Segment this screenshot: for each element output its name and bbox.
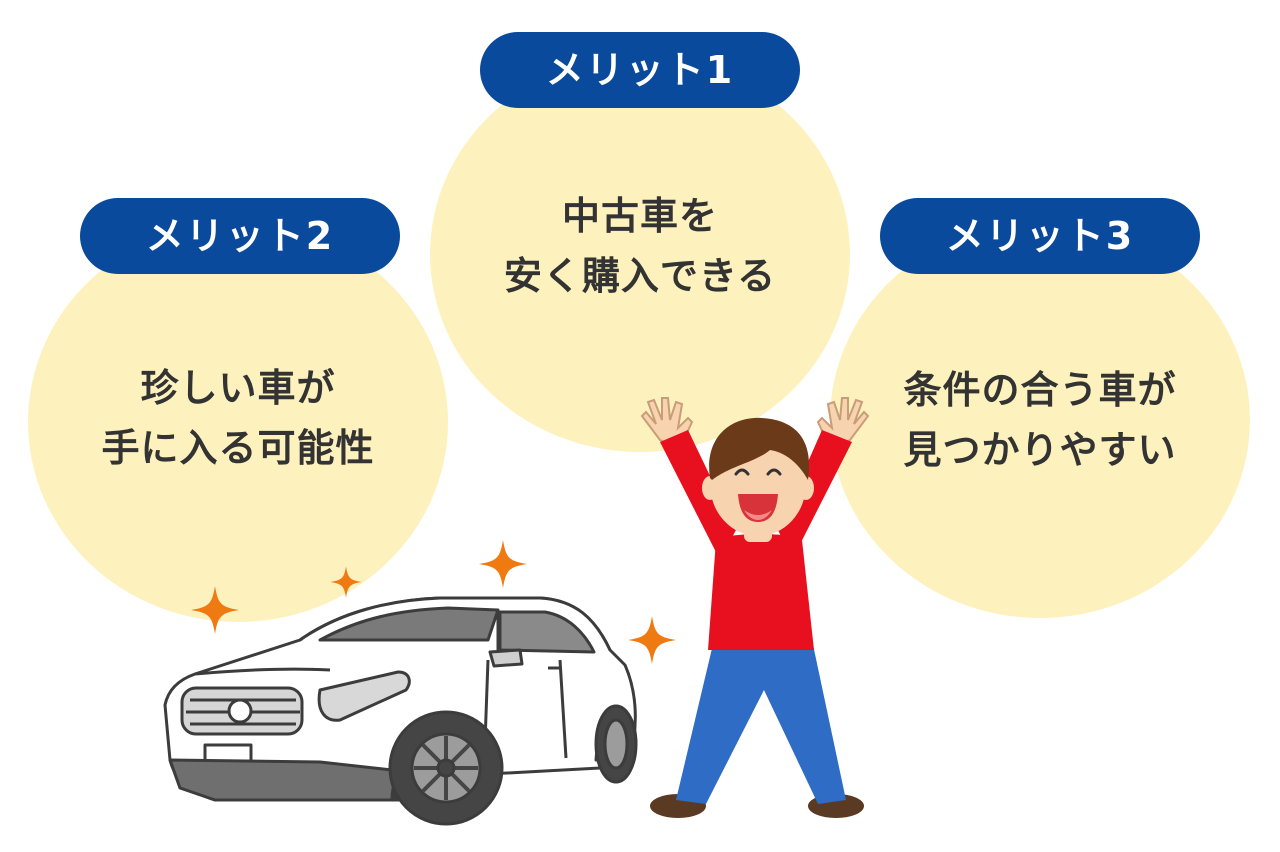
merit-3-line-1: 条件の合う車が [903,368,1177,412]
merit-2-bubble: 珍しい車が 手に入る可能性 [28,222,448,622]
merit-2-text: 珍しい車が 手に入る可能性 [28,358,448,478]
merit-1-line-2: 安く購入できる [503,254,777,298]
merit-3-bubble: 条件の合う車が 見つかりやすい [830,222,1250,618]
merit-2-line-1: 珍しい車が [140,366,336,410]
merit-3-text: 条件の合う車が 見つかりやすい [830,360,1250,480]
merit-1-label: メリット1 [480,32,800,108]
man-illustration [640,397,870,818]
sparkle-icon [191,586,239,634]
merit-1-text: 中古車を 安く購入できる [430,186,850,306]
merit-2-line-2: 手に入る可能性 [101,426,375,470]
merit-3-label: メリット3 [880,198,1200,274]
merit-1-line-1: 中古車を [561,194,718,238]
sparkle-icon [479,540,527,588]
sparkle-icon [628,616,676,664]
car-illustration [163,596,638,826]
merit-3-line-2: 見つかりやすい [903,428,1177,472]
sparkle-icon [330,566,362,598]
merit-1-bubble: 中古車を 安く購入できる [430,56,850,452]
merit-2-label: メリット2 [80,198,400,274]
